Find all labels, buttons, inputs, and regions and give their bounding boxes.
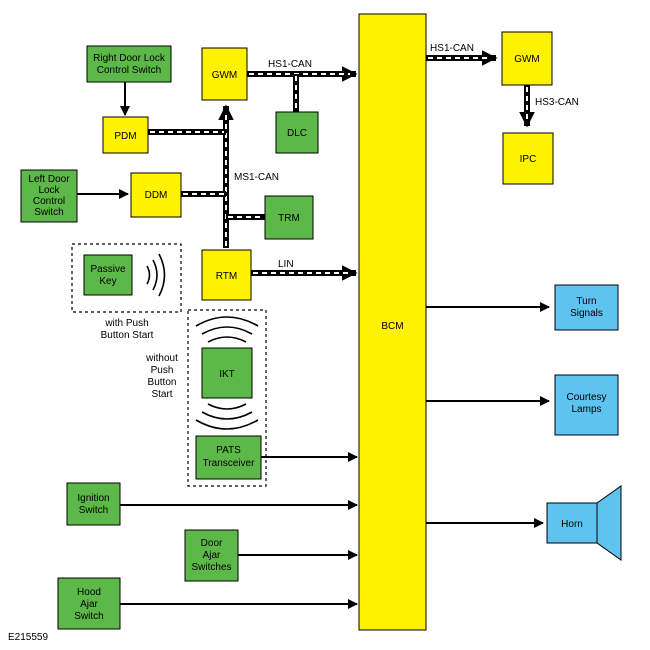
right-door-lock-label-1: Right Door Lock [93, 53, 166, 64]
ikt-module: IKT [201, 347, 253, 399]
door-ajar-switches: Door Ajar Switches [184, 529, 239, 582]
key-transponder-group [187, 309, 267, 487]
signal-waves-icon [146, 253, 166, 297]
ignition-label-2: Switch [79, 505, 108, 516]
left-door-lock-switch: Left Door Lock Control Switch [20, 169, 78, 223]
pats-transceiver: PATS Transceiver [195, 435, 262, 480]
dlc-connector: DLC [275, 111, 319, 154]
turn-signals-output: Turn Signals [554, 284, 619, 331]
ipc-label: IPC [520, 154, 537, 165]
lin-label: LIN [278, 259, 294, 270]
courtesy-lamps-label-1: Courtesy [566, 392, 606, 403]
trm-label: TRM [278, 213, 300, 224]
passive-key: Passive Key [83, 254, 133, 296]
pdm-module: PDM [102, 116, 149, 154]
pats-label-1: PATS [216, 445, 241, 456]
ms1-can-label: MS1-CAN [234, 172, 279, 183]
ikt-label: IKT [219, 369, 235, 380]
horn-output: Horn [546, 485, 622, 561]
hood-ajar-label-3: Switch [74, 611, 103, 622]
courtesy-lamps-label-2: Lamps [571, 404, 601, 415]
right-door-lock-label-2: Control Switch [97, 65, 161, 76]
bcm-label: BCM [381, 321, 403, 332]
without-push-note-2: Push [151, 365, 174, 376]
with-push-note-2: Button Start [101, 330, 154, 341]
left-door-lock-label-1: Left Door [28, 174, 70, 185]
courtesy-lamps-output: Courtesy Lamps [554, 374, 619, 436]
pdm-label: PDM [114, 131, 136, 142]
rtm-module: RTM [201, 249, 252, 301]
hardwired-connections [77, 82, 550, 609]
push-button-start-group [71, 243, 182, 313]
ignition-switch: Ignition Switch [66, 482, 121, 526]
hs1-can-label-left: HS1-CAN [268, 59, 312, 70]
gwm-right-label: GWM [514, 54, 540, 65]
ignition-label-1: Ignition [77, 493, 109, 504]
horn-icon [596, 485, 622, 561]
pats-label-2: Transceiver [203, 458, 256, 469]
without-push-note-1: without [145, 353, 178, 364]
hood-ajar-label-2: Ajar [80, 599, 98, 610]
bcm-module: BCM [358, 13, 427, 631]
horn-label: Horn [561, 519, 583, 530]
without-push-note-3: Button [148, 377, 177, 388]
network-buses [148, 50, 535, 281]
passive-key-label-1: Passive [90, 264, 125, 275]
hs3-can-label: HS3-CAN [535, 97, 579, 108]
left-door-lock-label-2: Lock [38, 185, 60, 196]
turn-signals-label-2: Signals [570, 308, 603, 319]
diagram-id: E215559 [8, 632, 48, 643]
door-ajar-label-2: Ajar [203, 550, 221, 561]
dlc-label: DLC [287, 128, 307, 139]
turn-signals-label-1: Turn [576, 296, 596, 307]
signal-waves-icon-bottom [195, 403, 259, 430]
door-ajar-label-1: Door [201, 538, 223, 549]
door-ajar-label-3: Switches [191, 562, 231, 573]
right-door-lock-switch: Right Door Lock Control Switch [86, 45, 172, 83]
rtm-label: RTM [216, 271, 237, 282]
ddm-label: DDM [145, 190, 168, 201]
hs1-can-label-right: HS1-CAN [430, 43, 474, 54]
gwm-right-module: GWM [501, 31, 553, 86]
gwm-left-label: GWM [212, 70, 238, 81]
hood-ajar-switch: Hood Ajar Switch [57, 577, 121, 630]
with-push-note-1: with Push [104, 318, 148, 329]
hood-ajar-label-1: Hood [77, 587, 101, 598]
signal-waves-icon-top [195, 316, 259, 343]
trm-module: TRM [264, 195, 314, 240]
left-door-lock-label-3: Control [33, 196, 65, 207]
ipc-module: IPC [502, 132, 554, 185]
left-door-lock-label-4: Switch [34, 207, 63, 218]
passive-key-label-2: Key [99, 276, 116, 287]
gwm-left-module: GWM [201, 47, 248, 101]
ddm-module: DDM [130, 172, 182, 218]
without-push-note-4: Start [151, 389, 172, 400]
